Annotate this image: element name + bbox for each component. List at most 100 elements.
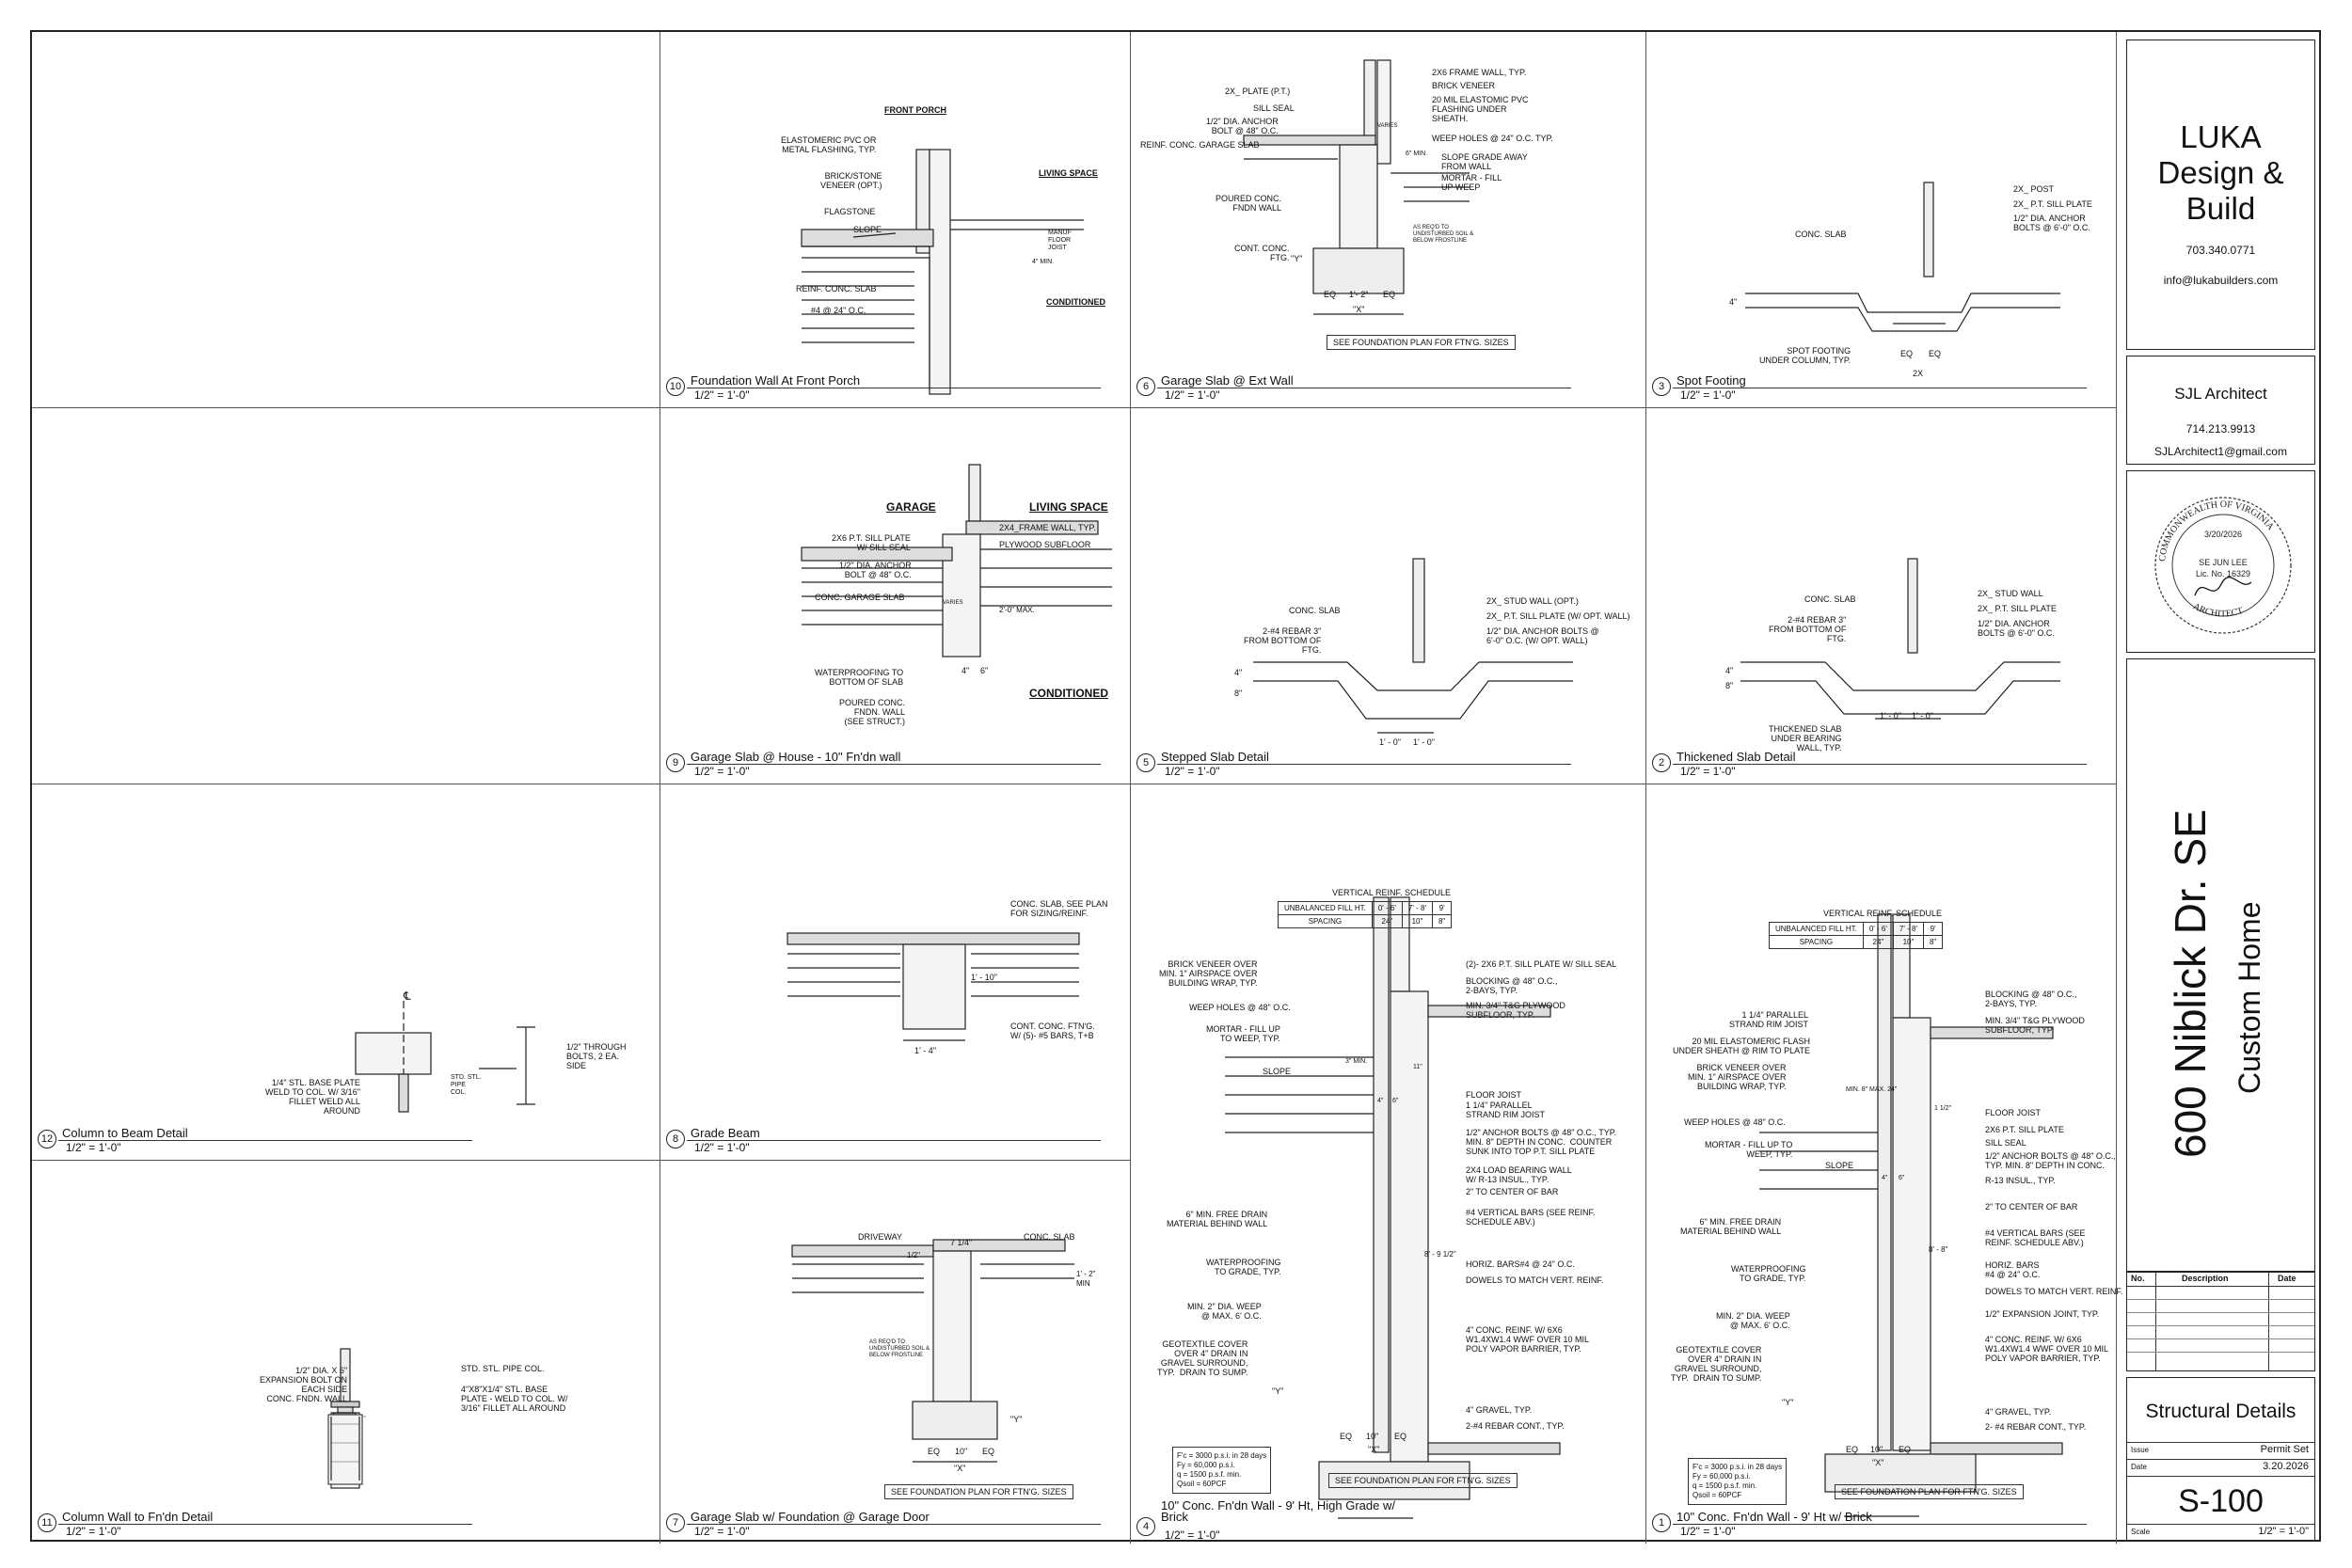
detail-9: GARAGE LIVING SPACE 2X6 P.T. SILL PLATE … — [660, 408, 1131, 784]
svg-text:ARCHITECT: ARCHITECT — [2191, 601, 2245, 619]
detail-title: Garage Slab @ House - 10" Fn'dn wall — [691, 750, 901, 764]
project-block: 600 Niblick Dr. SE Custom Home — [2126, 658, 2315, 1272]
detail-number: 2 — [1652, 753, 1671, 772]
label-varies: VARIES — [1377, 123, 1398, 129]
seal-license: Lic. No. 16329 — [2196, 569, 2250, 578]
design-notes: F'c = 3000 p.s.i. in 28 days Fy = 60,000… — [1688, 1458, 1788, 1505]
label-anchor-bolts: 1/2" DIA. ANCHOR BOLTS @ 6'-0" O.C. — [2013, 214, 2090, 232]
label-brick-veneer: BRICK VENEER — [1432, 81, 1496, 90]
detail-1-title: 1 10" Conc. Fn'dn Wall - 9' Ht w/ Brick … — [1652, 1510, 2087, 1540]
dim-eq-1: EQ — [1900, 349, 1914, 358]
label-fndn-wall: POURED CONC. FNDN WALL — [1216, 194, 1282, 213]
label-waterproofing: WATERPROOFING TO GRADE, TYP. — [1206, 1258, 1281, 1276]
label-spot-footing: SPOT FOOTING UNDER COLUMN, TYP. — [1759, 346, 1851, 365]
dim-8in: 8" — [1725, 681, 1734, 690]
label-plywood: MIN. 3/4" T&G PLYWOOD SUBFLOOR, TYP. — [1466, 1001, 1565, 1020]
detail-10-title: 10 Foundation Wall At Front Porch 1/2" =… — [666, 373, 1101, 404]
detail-4-drawing — [1225, 896, 1561, 1519]
detail-number: 3 — [1652, 377, 1671, 396]
label-sill-plate: (2)- 2X6 P.T. SILL PLATE W/ SILL SEAL — [1466, 959, 1617, 969]
dim-eq-1: EQ — [1846, 1445, 1859, 1454]
empty-detail-cell — [32, 32, 660, 408]
table-cell: 24" — [1862, 935, 1894, 949]
firm-name: LUKA Design & Build — [2127, 119, 2314, 227]
table-cell: 9' — [1922, 922, 1944, 936]
table-cell: 10" — [1401, 914, 1433, 928]
label-floor-joist: FLOOR JOIST — [1466, 1090, 1522, 1100]
label-dowels: DOWELS TO MATCH VERT. REINF. — [1985, 1287, 2123, 1296]
dim-6in: 6" — [1392, 1098, 1399, 1104]
label-veneer: BRICK/STONE VENEER (OPT.) — [820, 171, 882, 190]
architect-block: SJL Architect 714.213.9913 SJLArchitect1… — [2126, 356, 2315, 465]
dim-wall-height: 8' - 8" — [1929, 1245, 1948, 1254]
detail-7-title: 7 Garage Slab w/ Foundation @ Garage Doo… — [666, 1510, 1101, 1540]
detail-7-drawing — [791, 1239, 1074, 1463]
label-pipe-col: STD. STL. PIPE COL. — [461, 1364, 545, 1373]
drawing-sheet: FRONT PORCH ELASTOMERIC PVC OR METAL FLA… — [30, 30, 2321, 1544]
detail-title: Grade Beam — [691, 1126, 760, 1140]
dim-x: "X" — [1353, 305, 1365, 314]
label-stud-wall: 2X_ STUD WALL (OPT.) — [1486, 596, 1579, 606]
label-varies: VARIES — [943, 600, 963, 606]
label-waterproofing: WATERPROOFING TO BOTTOM OF SLAB — [815, 668, 904, 687]
sheet-number: S-100 — [2178, 1483, 2264, 1519]
dim-1ft-a: 1' - 0" — [1379, 737, 1401, 747]
label-vertical-bars: #4 VERTICAL BARS (SEE REINF. SCHEDULE AB… — [1466, 1208, 1596, 1227]
dim-y: "Y" — [1010, 1415, 1023, 1424]
detail-title: 10" Conc. Fn'dn Wall - 9' Ht w/ Brick — [1677, 1510, 1872, 1524]
rev-col-no: No. — [2131, 1274, 2145, 1283]
issue-label: Issue — [2131, 1446, 2150, 1454]
label-sill-plate: 2X6 P.T. SILL PLATE — [1985, 1125, 2064, 1134]
dim-4in: 4" — [1725, 666, 1734, 675]
detail-number: 9 — [666, 753, 685, 772]
label-weep: MIN. 2" DIA. WEEP @ MAX. 6' O.C. — [1187, 1302, 1262, 1321]
dim-y: "Y" — [1291, 254, 1303, 263]
dim-1-5in: 1 1/2" — [1934, 1105, 1952, 1112]
label-blocking: BLOCKING @ 48" O.C., 2-BAYS, TYP. — [1466, 976, 1558, 995]
dim-4in: 4" — [1234, 668, 1243, 677]
table-cell: 24" — [1371, 914, 1403, 928]
detail-2-drawing — [1740, 558, 2060, 720]
label-plate: 2X_ PLATE (P.T.) — [1225, 87, 1291, 96]
detail-5-drawing — [1253, 558, 1573, 734]
detail-scale: 1/2" = 1'-0" — [694, 765, 750, 778]
label-horiz-bars: HORIZ. BARS#4 @ 24" O.C. — [1466, 1259, 1575, 1269]
table-cell: 7' - 8' — [1401, 901, 1433, 915]
dim-x: "X" — [1872, 1458, 1884, 1467]
label-rebar-cont: 2-#4 REBAR CONT., TYP. — [1466, 1421, 1565, 1431]
label-sill-seal: SILL SEAL — [1985, 1138, 2026, 1148]
architect-email: SJLArchitect1@gmail.com — [2154, 445, 2287, 458]
label-6in-min: 6" MIN. — [1406, 150, 1428, 157]
detail-8-title: 8 Grade Beam 1/2" = 1'-0" — [666, 1126, 1101, 1156]
label-weep-holes: WEEP HOLES @ 48" O.C. — [1189, 1003, 1291, 1012]
firm-email: info@lukabuilders.com — [2163, 274, 2279, 287]
label-expansion-joint: 1/2" EXPANSION JOINT, TYP. — [1985, 1309, 2100, 1319]
detail-11-title: 11 Column Wall to Fn'dn Detail 1/2" = 1'… — [38, 1510, 472, 1540]
reinf-schedule-table: UNBALANCED FILL HT. 0' - 6' 7' - 8' 9' S… — [1278, 901, 1453, 928]
firm-block: LUKA Design & Build 703.340.0771 info@lu… — [2126, 40, 2315, 350]
label-anchor-bolts: 1/2" ANCHOR BOLTS @ 48" O.C., TYP. MIN. … — [1985, 1151, 2116, 1170]
label-pvc-flashing: 20 MIL ELASTOMIC PVC FLASHING UNDER SHEA… — [1432, 95, 1529, 123]
detail-1-drawing — [1759, 913, 2063, 1517]
label-footing: CONT. CONC. FTG. — [1234, 244, 1290, 262]
label-anchor-bolt: 1/2" DIA. ANCHOR BOLT @ 48" O.C. — [839, 561, 912, 579]
reinf-schedule-table: UNBALANCED FILL HT. 0' - 6' 7' - 8' 9' S… — [1769, 922, 1944, 949]
detail-7: DRIVEWAY 7 1/4" CONC. SLAB 1/2" 1' - 2" … — [660, 1161, 1131, 1544]
label-sill-plate: 2X_ P.T. SILL PLATE — [1978, 604, 2057, 613]
detail-5: CONC. SLAB 2-#4 REBAR 3" FROM BOTTOM OF … — [1131, 408, 1646, 784]
table-cell: UNBALANCED FILL HT. — [1278, 901, 1373, 915]
label-slope: SLOPE — [853, 225, 882, 234]
issue-value: Permit Set — [2260, 1444, 2309, 1455]
firm-phone: 703.340.0771 — [2185, 244, 2256, 257]
design-notes: F'c = 3000 p.s.i. in 28 days Fy = 60,000… — [1172, 1447, 1272, 1494]
label-mortar: MORTAR - FILL UP TO WEEP, TYP. — [1705, 1140, 1793, 1159]
detail-scale: 1/2" = 1'-0" — [66, 1525, 121, 1538]
label-expansion-bolt: 1/2" DIA. X 6" EXPANSION BOLT ON EACH SI… — [260, 1366, 348, 1403]
label-poured-wall: POURED CONC. FNDN. WALL (SEE STRUCT.) — [839, 698, 906, 726]
dim-1ft-10: 1' - 10" — [971, 973, 997, 982]
dim-min-max: MIN. 8" MAX. 24" — [1846, 1086, 1898, 1093]
label-horiz-bars: HORIZ. BARS #4 @ 24" O.C. — [1985, 1260, 2041, 1279]
signature — [2194, 577, 2252, 596]
label-as-reqd: AS REQ'D TO UNDISTURBED SOIL & BELOW FRO… — [869, 1339, 930, 1358]
label-brick-veneer: BRICK VENEER OVER MIN. 1" AIRSPACE OVER … — [1159, 959, 1258, 988]
